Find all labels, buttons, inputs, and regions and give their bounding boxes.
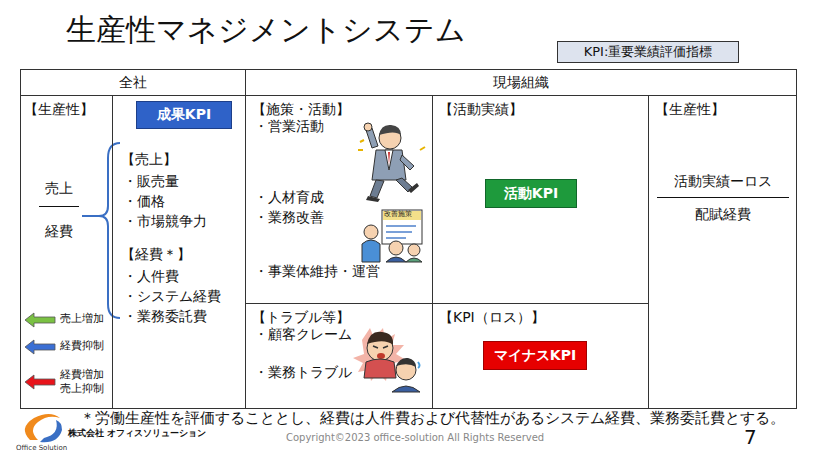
complaint-illustration [353,328,420,392]
table-cell: 【売上】・販売量・価格・市場競争力【経費＊】・人件費・システム経費・業務委託費 成… [112,95,246,409]
cell-text: ・顧客クレーム [254,326,352,343]
cell-text: 配賦経費 [657,206,789,223]
businessman-illustration [358,123,425,202]
company-logo [25,414,62,442]
page-number: 7 [744,425,757,449]
cell-text: 【生産性】 [655,101,725,118]
legend-swatch [25,340,55,354]
cell-text: 【生産性】 [24,101,94,118]
copyright: Copyright©2023 office-solution All Right… [286,432,544,444]
kpi-box: 成果KPI [136,101,232,129]
cell-text: ・価格 [123,193,165,210]
kpi-label: 成果KPI [157,106,211,124]
legend-text: 売上増加 [60,312,108,326]
kpi-box: マイナスKPI [483,341,587,370]
cell-text: KPI:重要業績評価指標 [584,43,713,61]
cell-text: ・業務改善 [254,209,324,226]
cell-text: 現場組織 [493,74,549,92]
table-cell: 【施策・活動】・営業活動・人材育成・業務改善・事業体維持・運営 [245,95,433,304]
cell-text: ・事業体維持・運営 [254,263,380,280]
legend-arrow [24,374,56,390]
header-cell: 現場組織 [245,69,797,96]
meeting-illustration [362,210,422,262]
cell-text: 活動実績ーロス [657,173,789,198]
table-cell: 【KPI（ロス）】マイナスKPI [432,303,649,409]
cell-text: ・システム経費 [123,288,221,305]
company-name: Office Solution [16,444,67,452]
cell-text: 【経費＊】 [121,246,191,263]
cell-text: ・販売量 [123,173,179,190]
cell-text: 【施策・活動】 [252,101,350,118]
cell-text: 経費 [39,223,79,240]
cell-text: 全社 [119,74,147,92]
footnote: ＊労働生産性を評価することとし、経費は人件費および代替性があるシステム経費、業務… [80,410,785,427]
cell-text: ・業務トラブル [254,364,352,381]
cell-text: 【KPI（ロス）】 [439,309,545,326]
legend-arrow [24,312,56,328]
legend-box: KPI:重要業績評価指標 [557,41,739,63]
cell-text: 【トラブル等】 [252,309,350,326]
table-cell: 【生産性】活動実績ーロス配賦経費 [648,95,797,409]
cell-text: ・業務委託費 [123,308,207,325]
cell-text: ・人件費 [123,268,179,285]
legend-arrow [24,339,56,355]
legend-swatch [25,375,55,389]
legend-text: 経費抑制 [60,339,108,353]
table-cell: 【トラブル等】・顧客クレーム・業務トラブル [245,303,433,409]
cell-text: 【売上】 [121,151,177,168]
legend-swatch [25,313,55,327]
cell-text: ・営業活動 [254,118,324,135]
kpi-label: マイナスKPI [494,347,576,365]
cell-text: 【活動実績】 [439,101,523,118]
curly-bracket [82,143,120,318]
kpi-box: 活動KPI [485,179,577,208]
company-name: 株式会社 オフィスソリューション [68,428,206,439]
page-title: 生産性マネジメントシステム [66,12,466,48]
table-cell: 【活動実績】活動KPI [432,95,649,304]
header-cell: 全社 [20,69,246,96]
cell-text: 売上 [39,180,79,207]
table-cell: 【生産性】売上経費 [20,95,113,409]
kpi-label: 活動KPI [504,185,558,203]
legend-text: 経費増加 売上抑制 [60,368,108,396]
cell-text: ・市場競争力 [123,213,207,230]
cell-text: ・人材育成 [254,189,324,206]
board-text: 改善施策 [384,210,412,218]
